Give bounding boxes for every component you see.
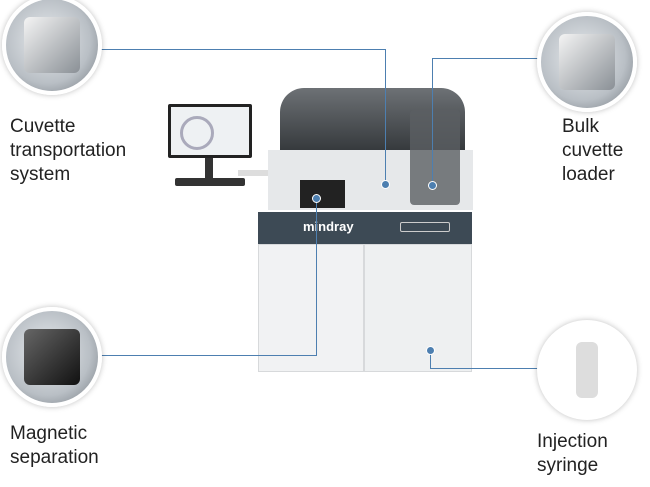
keyboard [175,178,245,186]
cabinet-right-door[interactable] [364,244,472,372]
cuvette-transportation-photo [2,0,102,95]
front-panel: mindray [258,212,472,244]
side-shelf [238,170,283,176]
magnetic-separation-photo [2,307,102,407]
label-cuvette-transportation: Cuvette transportation system [10,116,127,185]
control-buttons[interactable] [400,222,450,232]
injection-syringe-photo [537,320,637,420]
monitor [168,104,252,158]
label-bulk-cuvette-loader: Bulk cuvette loader [562,116,624,185]
brand-logo: mindray [303,219,354,234]
cuvette-loader-box [410,110,460,205]
bulk-cuvette-loader-photo [537,12,637,112]
reagent-unit [300,180,345,208]
monitor-stand [205,158,213,178]
label-magnetic-separation: Magnetic separation [10,423,99,468]
label-injection-syringe: Injection syringe [537,431,608,476]
cabinet-left-door[interactable] [258,244,364,372]
